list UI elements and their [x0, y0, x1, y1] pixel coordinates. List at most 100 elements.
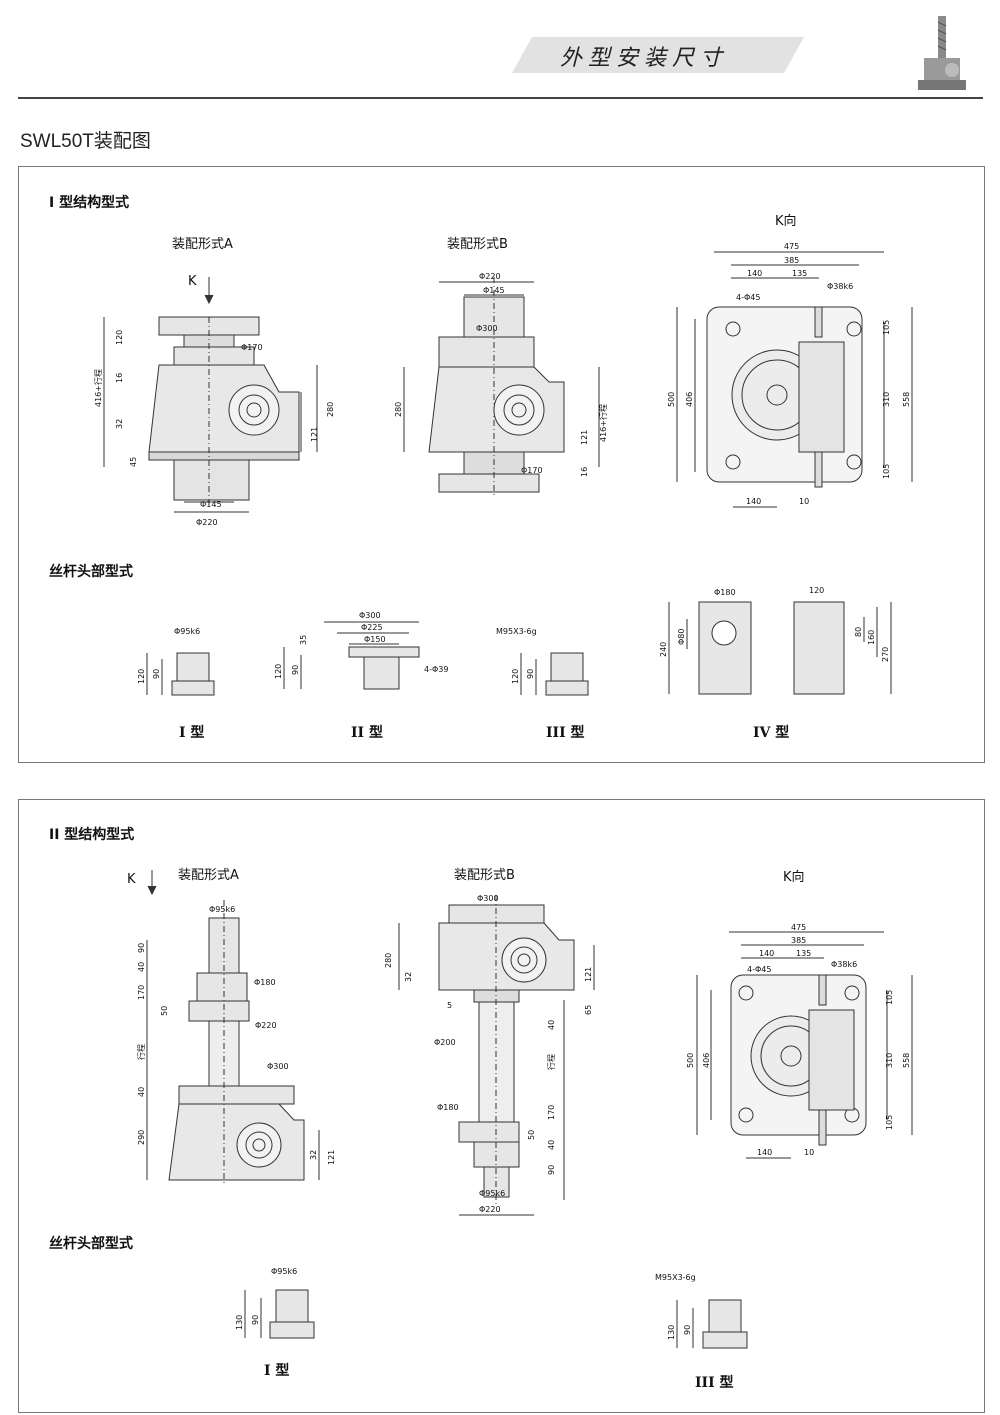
section-title: II 型结构型式 [49, 827, 135, 843]
dim-k-475: 475 [791, 923, 806, 932]
dim-h2-phi225: Φ225 [361, 623, 383, 632]
dim-h2-35: 35 [299, 635, 308, 645]
k-view-label: K向 [775, 214, 797, 229]
dim-h1-120: 120 [137, 669, 146, 684]
dim-b-280: 280 [394, 402, 403, 417]
head-type-iii-drawing [676, 1299, 748, 1349]
dim-h1-phi95k6: Φ95k6 [174, 627, 200, 636]
assembly-b-drawing [403, 277, 600, 497]
dim-k-phi38k6: Φ38k6 [831, 960, 857, 969]
k-arrow-label: K [127, 872, 136, 887]
dim-b-121: 121 [584, 967, 593, 982]
type-iii-label: III 型 [695, 1375, 734, 1391]
title-banner-shape [512, 37, 804, 73]
dim-h2-phi300: Φ300 [359, 611, 381, 620]
dim-k-135: 135 [792, 269, 807, 278]
panel2-drawings: Φ95k6 90 40 170 50 Φ180 Φ220 行程 Φ300 40 … [136, 870, 913, 1349]
dim-h1-90: 90 [152, 669, 161, 679]
dim-h1-phi95k6: Φ95k6 [271, 1267, 297, 1276]
dim-b-280: 280 [384, 953, 393, 968]
dim-h4-270: 270 [881, 647, 890, 662]
dim-k-500: 500 [686, 1053, 695, 1068]
dim-b-phi145: Φ145 [483, 286, 505, 295]
type-ii-label: II 型 [351, 725, 383, 741]
dim-h3-m95: M95X3-6g [655, 1273, 696, 1282]
dim-h2-120: 120 [274, 664, 283, 679]
dim-a-280: 280 [326, 402, 335, 417]
dim-b-90: 90 [547, 1165, 556, 1175]
type-i-label: I 型 [264, 1363, 290, 1379]
dim-a-121: 121 [327, 1150, 336, 1165]
dim-b-phi180: Φ180 [437, 1103, 459, 1112]
k-view-drawing [676, 251, 913, 508]
dim-b-65: 65 [584, 1005, 593, 1015]
dim-b-40b: 40 [547, 1140, 556, 1150]
dim-b-phi95k6: Φ95k6 [479, 1189, 505, 1198]
dim-b-stroke: 行程 [546, 1054, 556, 1070]
dim-a-phi170: Φ170 [241, 343, 263, 352]
screw-head-title: 丝杆头部型式 [49, 1236, 133, 1252]
dim-b-5: 5 [447, 1001, 452, 1010]
dim-a-50: 50 [160, 1006, 169, 1016]
screw-head-title: 丝杆头部型式 [49, 564, 133, 580]
dim-b-16: 16 [580, 467, 589, 477]
dim-h4-240: 240 [659, 642, 668, 657]
dim-k-10: 10 [804, 1148, 814, 1157]
dim-b-32: 32 [404, 972, 413, 982]
head-type-iv-drawing [668, 601, 892, 695]
dim-h4-160: 160 [867, 630, 876, 645]
document-title: SWL50T装配图 [20, 131, 151, 152]
dim-k-140b: 140 [757, 1148, 772, 1157]
dim-k-4phi45: 4-Φ45 [736, 293, 760, 302]
dim-h2-phi150: Φ150 [364, 635, 386, 644]
dim-k-105a: 105 [885, 990, 894, 1005]
dim-a-phi220: Φ220 [196, 518, 218, 527]
head-type-iii-drawing [520, 652, 589, 696]
type-iv-label: IV 型 [753, 725, 790, 741]
dim-k-558: 558 [902, 1053, 911, 1068]
dim-b-phi220: Φ220 [479, 1205, 501, 1214]
dim-h3-m95: M95X3-6g [496, 627, 537, 636]
dim-a-32: 32 [115, 419, 124, 429]
dim-a-290: 290 [137, 1130, 146, 1145]
dim-b-40: 40 [547, 1020, 556, 1030]
section-title: I 型结构型式 [49, 195, 130, 211]
dim-a-phi220: Φ220 [255, 1021, 277, 1030]
dim-h3-130: 130 [667, 1325, 676, 1340]
dim-h4-80: 80 [854, 627, 863, 637]
assembly-b-drawing [398, 895, 595, 1216]
dim-b-phi300: Φ300 [477, 894, 499, 903]
banner-title: 外型安装尺寸 [560, 46, 729, 71]
dim-h4-phi180: Φ180 [714, 588, 736, 597]
dim-k-475: 475 [784, 242, 799, 251]
dim-h4-120: 120 [809, 586, 824, 595]
head-type-i-drawing [146, 652, 215, 696]
dim-a-phi95k6: Φ95k6 [209, 905, 235, 914]
dim-k-310: 310 [882, 392, 891, 407]
dim-b-phi200: Φ200 [434, 1038, 456, 1047]
assembly-a-drawing [146, 870, 320, 1185]
dim-k-406: 406 [702, 1053, 711, 1068]
dim-a-40b: 40 [137, 1087, 146, 1097]
dim-a-stroke: 416+行程 [93, 369, 103, 407]
dim-h2-90: 90 [291, 665, 300, 675]
dim-b-50: 50 [527, 1130, 536, 1140]
dim-b-phi300: Φ300 [476, 324, 498, 333]
dim-h2-4phi39: 4-Φ39 [424, 665, 448, 674]
assembly-a-label: 装配形式A [178, 868, 239, 883]
k-arrow-label: K [188, 274, 197, 289]
assembly-a-drawing [103, 277, 318, 513]
dim-k-105a: 105 [882, 320, 891, 335]
panel-type-i-structure: I 型结构型式 装配形式A 装配形式B K向 K 丝杆头部型式 I 型 II 型… [18, 166, 985, 763]
screw-jack-product-image [918, 16, 966, 90]
dim-b-phi220: Φ220 [479, 272, 501, 281]
dim-k-310: 310 [885, 1053, 894, 1068]
dim-k-4phi45: 4-Φ45 [747, 965, 771, 974]
dim-h3-90: 90 [683, 1325, 692, 1335]
dim-k-385: 385 [784, 256, 799, 265]
head-type-ii-drawing [283, 621, 420, 690]
dim-a-16: 16 [115, 373, 124, 383]
dim-h1-130: 130 [235, 1315, 244, 1330]
dim-a-32: 32 [309, 1150, 318, 1160]
panel-type-ii-structure: II 型结构型式 装配形式A 装配形式B K向 K 丝杆头部型式 I 型 III… [18, 799, 985, 1413]
